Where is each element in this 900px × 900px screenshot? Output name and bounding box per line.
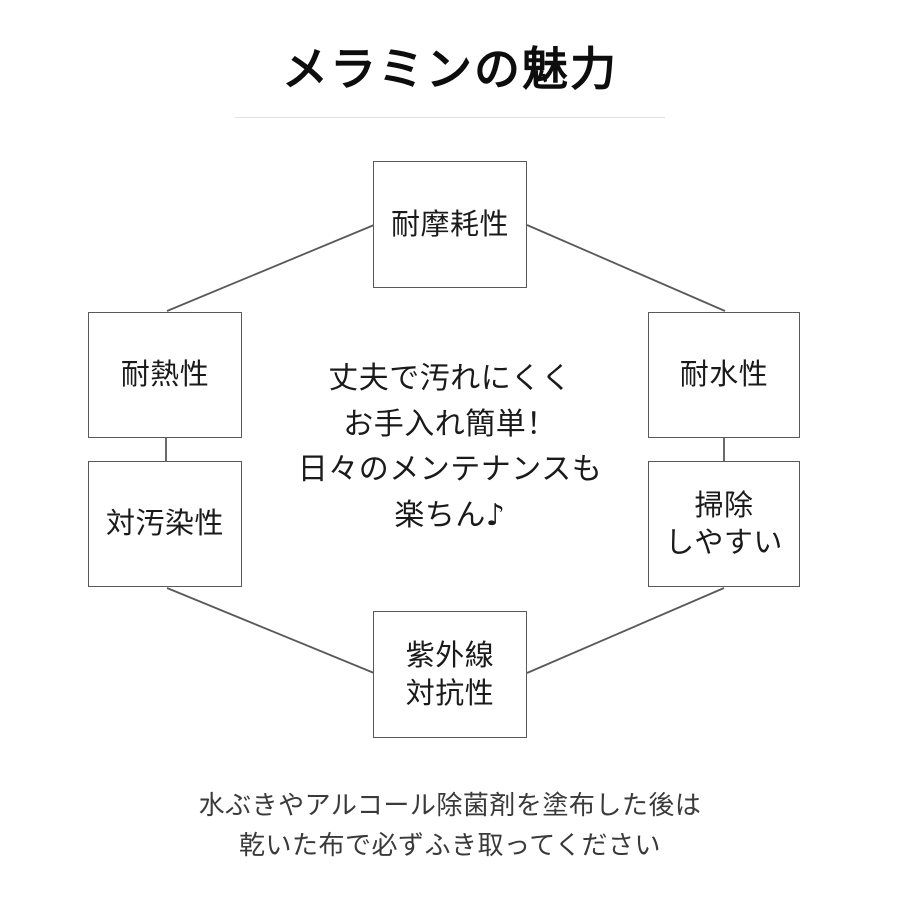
feature-node-label: 耐摩耗性 — [390, 206, 509, 241]
feature-node-label: 耐熱性 — [120, 357, 210, 392]
center-copy: 丈夫で汚れにくく お手入れ簡単！ 日々のメンテナンスも 楽ちん♪ — [297, 361, 603, 533]
feature-node-label: 対汚染性 — [105, 506, 224, 541]
connector-abrasion-water — [526, 224, 726, 312]
feature-node-cleaning: 掃除 しやすい — [648, 461, 800, 587]
connector-abrasion-heat — [166, 224, 375, 312]
feature-node-label: 紫外線 対抗性 — [405, 638, 495, 710]
page-title: メラミンの魅力 — [282, 42, 618, 96]
title-divider — [235, 117, 665, 118]
feature-node-abrasion: 耐摩耗性 — [373, 161, 527, 288]
feature-node-label: 掃除 しやすい — [665, 487, 783, 559]
feature-node-stain: 対汚染性 — [88, 461, 242, 587]
connector-stain-uv — [166, 587, 375, 674]
connector-cleaning-uv — [526, 587, 725, 674]
feature-node-label: 耐水性 — [679, 357, 769, 392]
feature-node-water: 耐水性 — [648, 312, 800, 438]
feature-node-heat: 耐熱性 — [88, 312, 242, 438]
feature-node-uv: 紫外線 対抗性 — [373, 611, 527, 738]
footnote-care-instructions: 水ぶきやアルコール除菌剤を塗布した後は 乾いた布で必ずふき取ってください — [198, 791, 702, 862]
